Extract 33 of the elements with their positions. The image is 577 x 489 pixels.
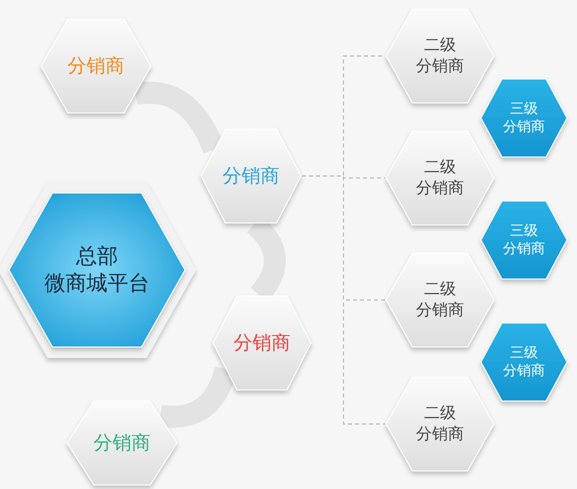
hexagon-node — [212, 295, 312, 391]
node-label: 二级 — [424, 403, 456, 424]
node-label: 二级 — [424, 157, 456, 178]
node-label: 三级 — [510, 344, 538, 362]
node-label: 分销商 — [68, 54, 124, 78]
hexagon-node — [200, 128, 302, 224]
node-label: 分销商 — [416, 178, 464, 199]
node-label: 分销商 — [503, 362, 545, 380]
hexagon-node — [480, 78, 568, 158]
hexagon-node — [66, 400, 178, 486]
node-label: 分销商 — [416, 424, 464, 445]
hexagon-node — [480, 322, 568, 402]
hexagon-node — [385, 8, 495, 104]
node-label: 三级 — [510, 100, 538, 118]
hexagon-node — [385, 376, 495, 472]
node-label: 分销商 — [503, 118, 545, 136]
hexagon-node — [40, 18, 152, 114]
node-label: 分销商 — [503, 240, 545, 258]
node-label: 分销商 — [416, 56, 464, 77]
node-label: 分销商 — [416, 300, 464, 321]
node-label: 分销商 — [234, 330, 290, 356]
node-label: 二级 — [424, 35, 456, 56]
node-label: 分销商 — [94, 430, 150, 456]
node-label: 总部 — [76, 242, 118, 270]
hexagon-node — [385, 130, 495, 226]
dashed-connector — [302, 176, 386, 424]
hexagon-node — [385, 252, 495, 348]
node-label: 三级 — [510, 222, 538, 240]
node-label: 微商城平台 — [44, 270, 150, 297]
node-label: 二级 — [424, 279, 456, 300]
node-label: 分销商 — [222, 164, 280, 188]
hexagon-node — [8, 192, 186, 348]
hexagon-node — [480, 200, 568, 280]
